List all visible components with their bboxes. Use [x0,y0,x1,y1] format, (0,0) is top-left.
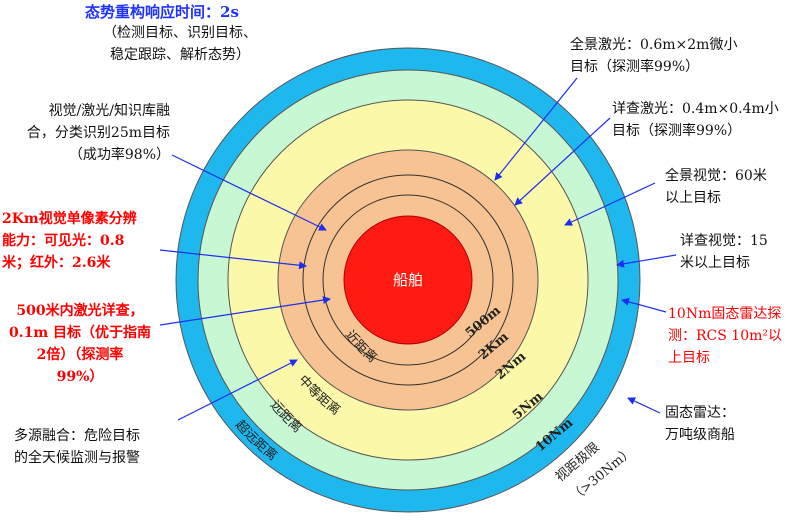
arrow-radar-10nm [621,297,667,313]
arrow-vision-2km [159,249,307,270]
annotation-vision-2km: 2Km视觉单像素分辨 能力：可见光：0.8 米；红外：2.6米 [2,211,137,271]
arrow-multisource [177,359,298,421]
annotation-detail-laser: 详查激光：0.4m×0.4m小 目标（探测率99%） [612,101,779,139]
arrow-fusion-25m [171,154,327,231]
arrow-laser-500m [159,296,331,326]
annotation-multisource: 多源融合：危险目标 的全天候监测与报警 [14,428,140,466]
ring-2km [302,174,514,386]
annotation-radar-10nm: 10Nm固态雷达探 测：RCS 10m²以 上目标 [668,306,782,366]
core-label: 船舶 [393,271,423,289]
annotation-detail-vision: 详查视觉：15 米以上目标 [680,233,768,271]
arrow-panorama-vision [564,182,656,226]
arrow-radar-ship [627,397,661,414]
ring-500m [322,194,494,366]
annotation-panorama-vision: 全景视觉：60米 以上目标 [665,168,767,206]
arrow-detail-laser [514,117,611,206]
arrow-panorama-laser [494,77,578,181]
annotation-laser-500m: 500米内激光详查， 0.1m 目标（优于指南 2倍）（探测率 99%） [8,303,152,385]
response-time-title: 态势重构响应时间：2s [85,3,239,21]
annotation-panorama-laser: 全景激光：0.6m×2m微小 目标（探测率99%） [570,37,738,75]
core-ship [343,215,473,345]
annotation-fusion-25m: 视觉/激光/知识库融 合，分类识别25m目标 （成功率98%） [26,103,170,163]
annotation-radar-ship: 固态雷达： 万吨级商船 [665,405,735,443]
arrow-detail-vision [616,254,677,268]
response-time-subtitle: （检测目标、识别目标、 稳定跟踪、解析态势） [103,25,257,63]
